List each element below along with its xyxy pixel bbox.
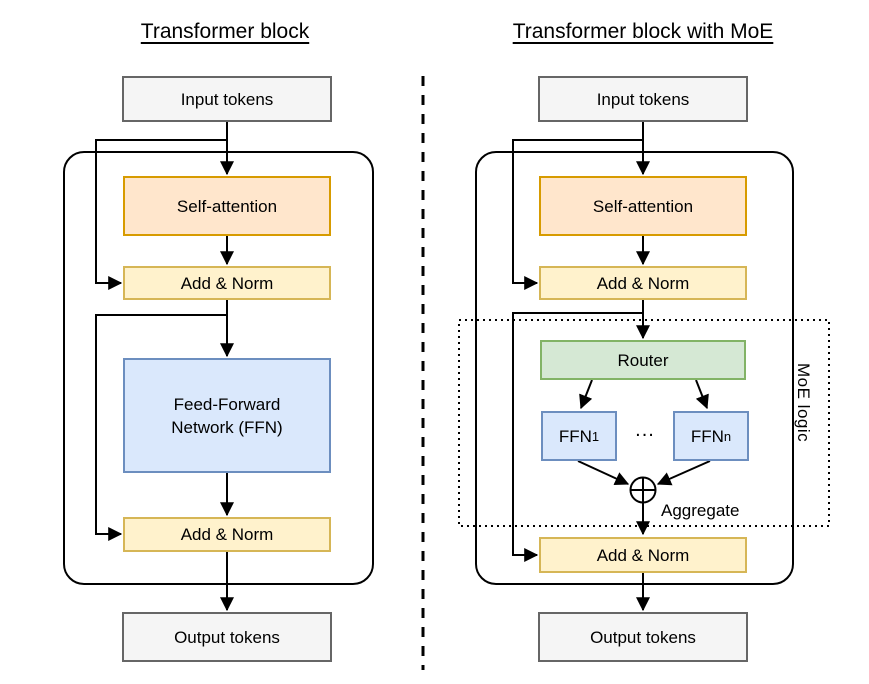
right-transformer-block-container (475, 151, 794, 585)
right-residual-skip-2-arrow (512, 300, 644, 562)
aggregate-label: Aggregate (661, 501, 740, 520)
left-ffn-label-line2: Network (FFN) (171, 417, 283, 437)
left-self-attention-box: Self-attention (123, 176, 331, 236)
ffn1-to-aggregate-arrow (577, 460, 630, 486)
left-input-tokens-box: Input tokens (122, 76, 332, 122)
left-ffn-box: Feed-Forward Network (FFN) (123, 358, 331, 473)
left-residual-skip-1-arrow (95, 122, 228, 290)
right-self-attention-box: Self-attention (539, 176, 747, 236)
moe-logic-label: MoE logic (794, 363, 813, 443)
router-box: Router (540, 340, 746, 380)
right-diagram-title: Transformer block with MoE (512, 20, 774, 43)
expert-ellipsis-label: ... (635, 419, 655, 441)
left-add-norm-1-box: Add & Norm (123, 266, 331, 300)
router-to-ffn1-arrow (579, 379, 593, 410)
left-diagram-title: Transformer block (140, 20, 310, 43)
ffn-expert-n-label: FFN (690, 426, 724, 446)
right-residual-skip-1-arrow (512, 122, 644, 290)
ffn-expert-1-label: FFN (558, 426, 592, 446)
ffn-expert-n-subscript: n (723, 428, 732, 444)
ffnn-to-aggregate-arrow (656, 460, 711, 486)
right-input-tokens-box: Input tokens (538, 76, 748, 122)
left-transformer-block-container (63, 151, 374, 585)
right-add-norm-2-box: Add & Norm (539, 537, 747, 573)
left-ffn-label-line1: Feed-Forward (173, 394, 281, 414)
ffn-expert-1-subscript: 1 (591, 428, 600, 444)
right-output-tokens-box: Output tokens (538, 612, 748, 662)
router-to-ffnn-arrow (695, 379, 709, 410)
left-residual-skip-2-arrow (95, 300, 228, 541)
aggregate-sum-icon (629, 476, 657, 504)
right-add-norm-1-box: Add & Norm (539, 266, 747, 300)
left-add-norm-2-box: Add & Norm (123, 517, 331, 552)
left-output-tokens-box: Output tokens (122, 612, 332, 662)
